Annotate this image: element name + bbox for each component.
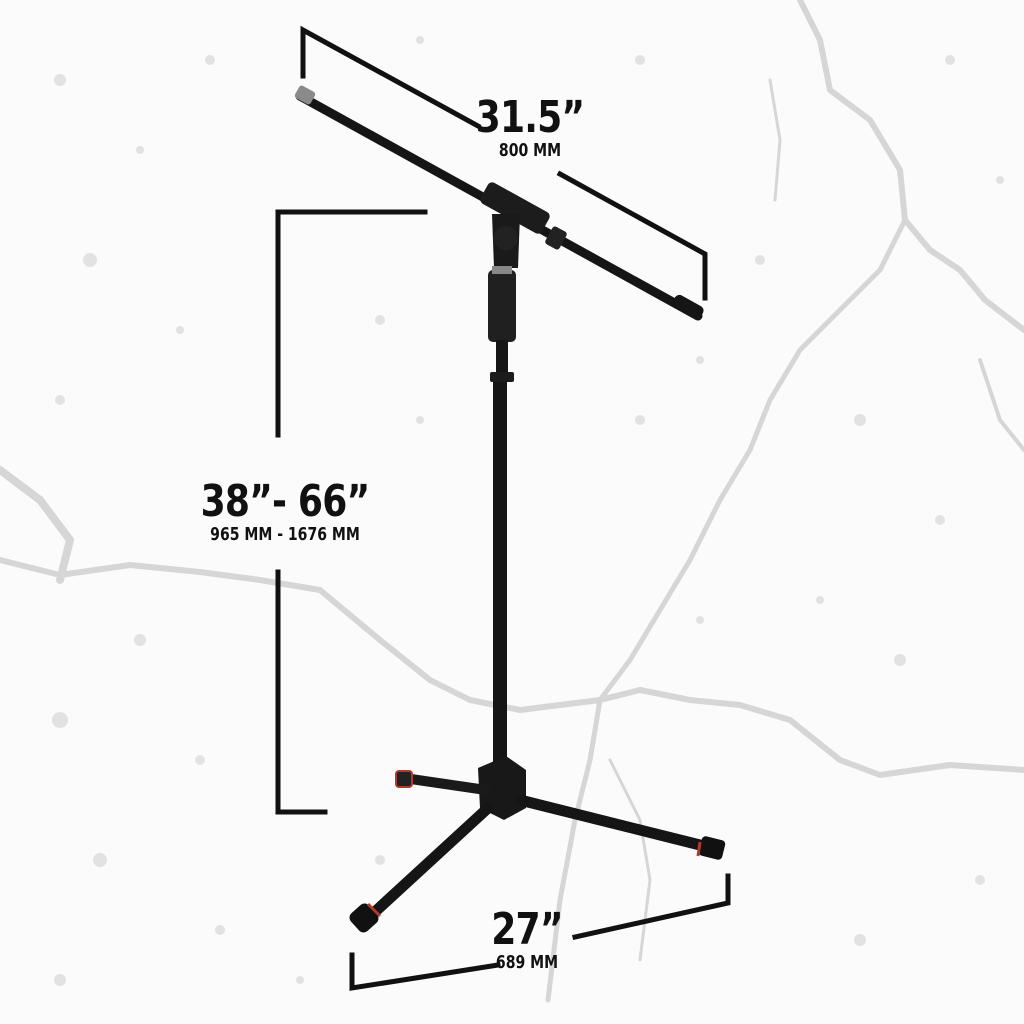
base-width-label: 27” 689 MM [462,908,592,972]
height-range-label: 38”- 66” 965 MM - 1676 MM [180,480,390,544]
boom-length-imperial: 31.5” [475,92,585,143]
height-collar [490,372,514,382]
foot-right [698,836,726,860]
base-width-imperial: 27” [491,904,563,955]
mic-thread-tip [294,85,316,105]
base-dimension-line-right [572,873,731,940]
foot-back [395,770,413,788]
boom-clamp [480,182,550,234]
base-dimension-line-left [349,952,501,991]
tripod-leg-back [399,773,491,795]
base-width-metric: 689 MM [495,952,559,973]
mic-stand [294,85,726,933]
height-range-imperial: 38”- 66” [200,476,371,527]
height-dimension-line-bottom [275,569,328,815]
marble-speckles [52,36,1004,986]
tripod-leg-right [514,794,718,854]
height-dimension-line-top [275,209,428,438]
boom-end-cap [672,294,704,320]
tripod-leg-left [360,802,494,926]
marble-background [0,0,1024,1003]
clutch-grip [488,270,516,342]
height-range-metric: 965 MM - 1676 MM [210,524,360,545]
boom-dimension-line-end [556,170,708,301]
boom-collar [545,226,567,250]
dimension-lines [275,25,731,991]
boom-length-metric: 800 MM [498,140,562,161]
main-tube [493,382,507,762]
boom-dimension-line [300,25,482,130]
boom-length-label: 31.5” 800 MM [455,96,605,160]
upper-tube [496,340,508,380]
foot-left [349,903,379,933]
